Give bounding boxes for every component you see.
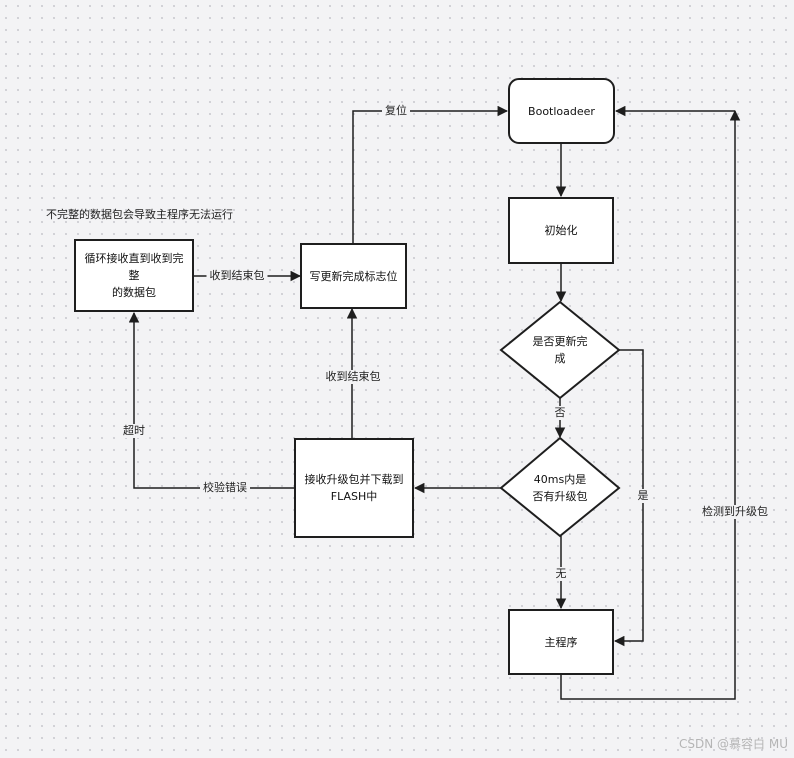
has-upgrade-decision-label: 40ms内是 否有升级包 [532,473,588,503]
init-node: 初始化 [508,197,614,264]
write-flag-node: 写更新完成标志位 [300,243,407,309]
edge-flag-to-reset [352,105,509,243]
main-program-node: 主程序 [508,609,614,675]
edge-label-no: 否 [551,406,569,420]
edge-label-receive-end-up: 收到结束包 [322,370,384,384]
update-done-decision-label: 是否更新完 成 [532,335,588,365]
decision-has-upgrade-shape [499,436,621,538]
edge-main-to-bootloader [560,109,741,700]
edge-label-checksum-error: 校验错误 [200,481,250,495]
edge-label-timeout: 超时 [120,424,148,438]
edge-label-none: 无 [552,567,570,581]
csdn-watermark: CSDN @慕容白 MU [679,737,788,751]
loop-receive-node: 循环接收直到收到完整 的数据包 [74,239,194,312]
incomplete-packet-note: 不完整的数据包会导致主程序无法运行 [46,208,233,221]
receive-flash-node: 接收升级包并下载到 FLASH中 [294,438,414,538]
edge-label-upgrade-detected: 检测到升级包 [699,505,771,519]
edge-label-receive-end-right: 收到结束包 [206,269,268,283]
edge-label-reset: 复位 [382,104,410,118]
edge-receive-to-loop [128,311,294,489]
bootloader-node: Bootloadeer [508,78,615,144]
edge-label-yes: 是 [634,489,652,503]
